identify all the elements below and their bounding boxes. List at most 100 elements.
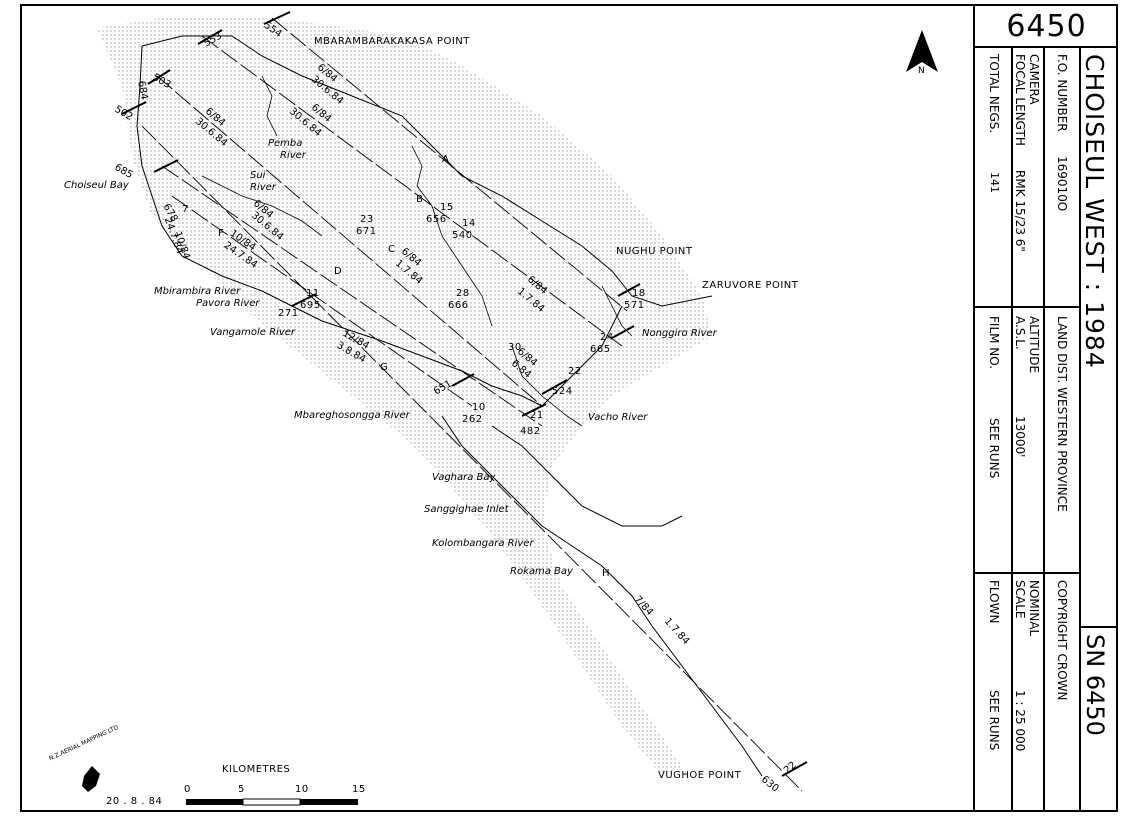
label-pavora-river: Pavora River xyxy=(196,298,260,309)
fo-number-label: F.O. NUMBER xyxy=(1055,54,1069,132)
run-letter-d: D xyxy=(334,266,343,277)
run-tick xyxy=(147,69,171,85)
map-sheet-frame: MBARAMBARAKAKASA POINT NUGHU POINT ZARUV… xyxy=(20,4,1118,812)
run-letter-a: A xyxy=(442,154,450,165)
frame-262: 262 xyxy=(462,414,483,425)
frame-18: 18 xyxy=(632,288,646,299)
frame-21: 21 xyxy=(530,410,544,421)
frame-24: 24 xyxy=(600,332,614,343)
run-tick xyxy=(121,101,147,115)
frame-695: 695 xyxy=(300,300,321,311)
nz-logo-shape xyxy=(82,766,100,792)
run-letter-c: C xyxy=(388,244,396,255)
frame-540: 540 xyxy=(452,230,473,241)
divider xyxy=(1079,46,1081,810)
divider xyxy=(975,572,1079,574)
run-letter-g: G xyxy=(380,362,389,373)
frame-11: 11 xyxy=(306,288,320,299)
run-letter-7: 7 xyxy=(182,204,189,215)
scale-tick-5: 5 xyxy=(238,784,245,795)
label-mbareghosongga-river: Mbareghosongga River xyxy=(294,410,410,421)
asl-label: A.S.L. xyxy=(1013,316,1027,350)
north-arrow-icon xyxy=(906,30,938,72)
flight-run-line-b xyxy=(201,35,623,347)
river-nonggiro xyxy=(601,285,633,337)
river-vacho xyxy=(511,345,583,427)
total-negs-label: TOTAL NEGS. xyxy=(987,54,1001,134)
river-interior xyxy=(411,145,493,327)
run-tick xyxy=(263,11,291,25)
nominal-label: NOMINAL xyxy=(1027,580,1041,637)
run-letter-b: B xyxy=(416,194,424,205)
altitude-value: 13000' xyxy=(1013,416,1027,458)
map-area: MBARAMBARAKAKASA POINT NUGHU POINT ZARUV… xyxy=(22,6,972,810)
label-sui-river: River xyxy=(250,182,276,193)
label-rokama-bay: Rokama Bay xyxy=(510,566,573,577)
frame-28: 28 xyxy=(456,288,470,299)
map-title: CHOISEUL WEST : 1984 xyxy=(1080,54,1109,369)
run-letter-f: F xyxy=(218,228,225,239)
run-tick xyxy=(291,293,317,307)
credit-date: 20 . 8 . 84 xyxy=(106,796,163,807)
run-tick xyxy=(781,761,808,777)
coastline-south xyxy=(441,415,763,777)
frame-671: 671 xyxy=(356,226,377,237)
frame-10: 10 xyxy=(472,402,486,413)
label-nonggiro-river: Nonggiro River xyxy=(642,328,717,339)
label-choiseul-bay: Choiseul Bay xyxy=(64,180,129,191)
divider xyxy=(1011,46,1013,810)
total-negs-value: 141 xyxy=(988,172,1001,193)
label-vacho-river: Vacho River xyxy=(588,412,648,423)
scale-title: KILOMETRES xyxy=(222,764,291,775)
camera-label: CAMERA xyxy=(1027,54,1041,105)
run-tick xyxy=(153,159,179,173)
label-zaruvore-point: ZARUVORE POINT xyxy=(702,280,799,291)
run-tick xyxy=(451,373,475,387)
frame-271: 271 xyxy=(278,308,299,319)
sheet-number: 6450 xyxy=(975,6,1118,48)
divider xyxy=(1043,46,1045,810)
film-no-value: SEE RUNS xyxy=(987,418,1001,479)
focal-length-value: RMK 15/23 6" xyxy=(1013,170,1027,252)
frame-665: 665 xyxy=(590,344,611,355)
run-letter-h: H xyxy=(602,568,611,579)
frame-482: 482 xyxy=(520,426,541,437)
focal-length-label: FOCAL LENGTH xyxy=(1013,54,1027,146)
north-label: N xyxy=(918,66,926,76)
label-pemba-river: River xyxy=(280,150,306,161)
label-nughu-point: NUGHU POINT xyxy=(616,246,693,257)
label-kolombangara-river: Kolombangara River xyxy=(432,538,534,549)
land-district: LAND DIST. WESTERN PROVINCE xyxy=(1055,316,1069,512)
label-vangamole-river: Vangamole River xyxy=(210,327,296,338)
scale-tick-10: 10 xyxy=(295,784,309,795)
run-tick xyxy=(611,325,635,339)
river-pemba xyxy=(261,75,278,137)
title-block: 6450 CHOISEUL WEST : 1984 SN 6450 F.O. N… xyxy=(973,6,1118,810)
frame-15: 15 xyxy=(440,202,454,213)
run-tick xyxy=(541,379,568,395)
run-tick xyxy=(617,283,641,297)
label-sanggighae-inlet: Sanggighae Inlet xyxy=(424,504,509,515)
fo-number-value: 169010O xyxy=(1055,156,1069,212)
frame-656: 656 xyxy=(426,214,447,225)
scale-bar xyxy=(186,798,358,806)
scale-label: SCALE xyxy=(1013,580,1027,619)
label-vaghara-bay: Vaghara Bay xyxy=(432,472,496,483)
label-mbarambarakakasa-point: MBARAMBARAKAKASA POINT xyxy=(314,36,470,47)
sn-number: SN 6450 xyxy=(1081,634,1109,736)
frame-30: 30 xyxy=(508,342,522,353)
frame-22: 22 xyxy=(568,366,582,377)
label-sui: Sui xyxy=(250,170,266,181)
scale-value: 1 : 25 000 xyxy=(1013,690,1027,752)
flight-run-line-e xyxy=(161,165,543,427)
label-vughoe-point: VUGHOE POINT xyxy=(658,770,742,781)
run-tick xyxy=(197,29,223,45)
flown-label: FLOWN xyxy=(987,580,1001,624)
frame-571: 571 xyxy=(624,300,645,311)
coastline xyxy=(136,35,713,407)
run-tick xyxy=(521,403,547,417)
frame-524: 524 xyxy=(552,386,573,397)
flown-value: SEE RUNS xyxy=(987,690,1001,751)
island-terrain-shading xyxy=(97,16,712,776)
scale-tick-15: 15 xyxy=(352,784,366,795)
